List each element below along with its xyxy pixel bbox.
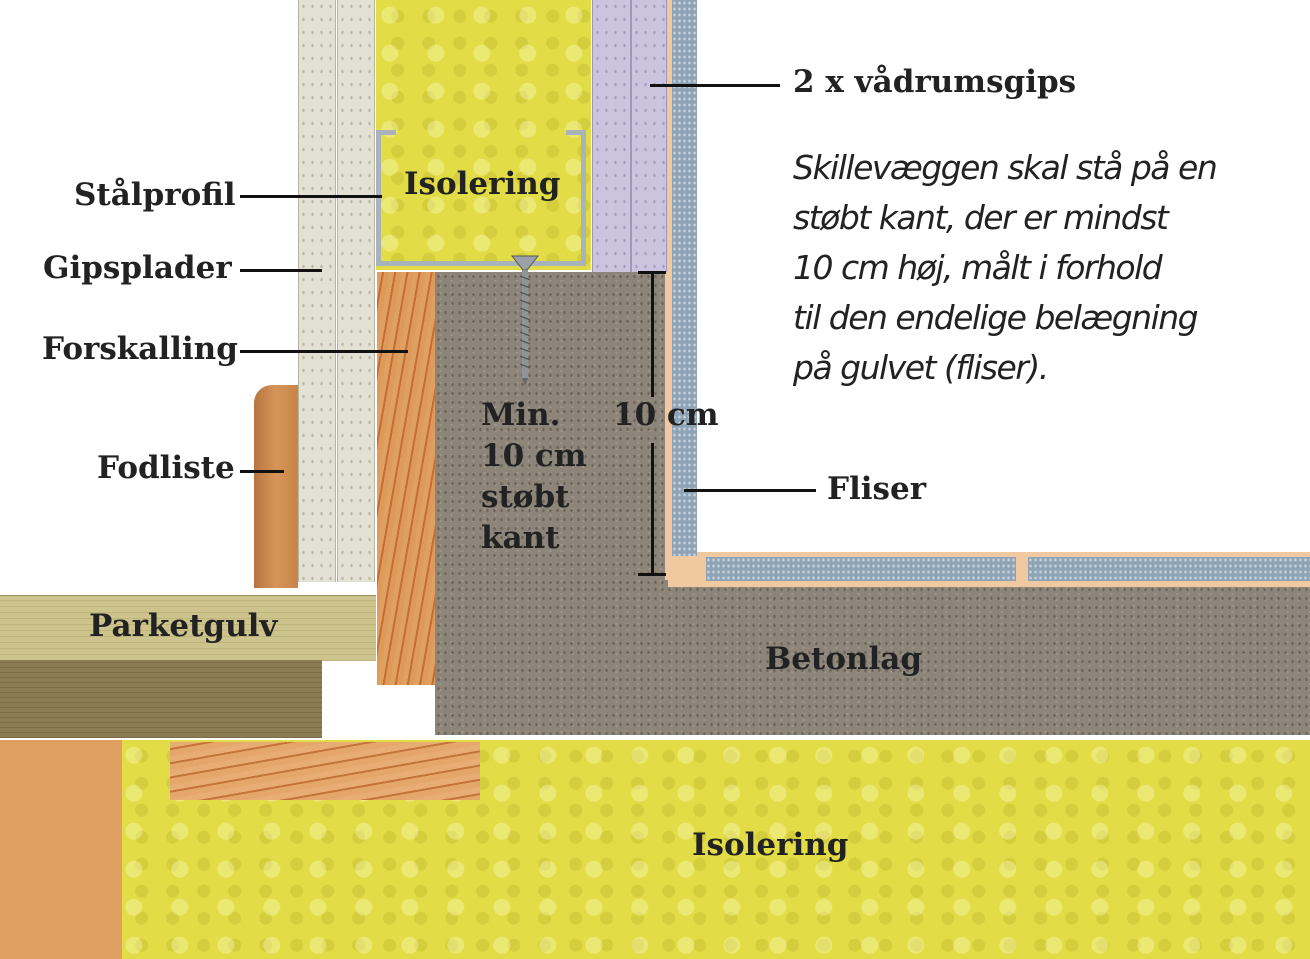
steel-profile (376, 130, 586, 266)
label-min-3: støbt (481, 479, 570, 515)
note-line: støbt kant, der er mindst (793, 198, 1169, 237)
leader-vaadrumsgips (650, 84, 780, 87)
label-min-2: 10 cm (481, 438, 587, 474)
wall-tile (672, 0, 697, 556)
dimension-line-bottom (651, 443, 654, 575)
dimension-tick-bottom (638, 573, 666, 576)
label-dimension: 10 cm (613, 397, 719, 433)
bottom-wood-beam (0, 740, 122, 959)
wet-room-gypsum-2 (631, 0, 667, 272)
steel-profile-lip-left (376, 130, 396, 135)
parquet-floor (0, 595, 376, 661)
label-min-1: Min. (481, 397, 561, 433)
leader-gipsplader (240, 269, 322, 272)
note-line: til den endelige belægning (793, 298, 1199, 337)
skirting-board (254, 385, 298, 588)
gypsum-board-1 (298, 0, 336, 582)
label-min-4: kant (481, 520, 560, 556)
floor-tile (706, 557, 1016, 581)
label-fodliste: Fodliste (97, 450, 235, 486)
label-isolering-bottom: Isolering (692, 827, 849, 863)
screw-icon (510, 255, 540, 386)
label-betonlag: Betonlag (765, 641, 922, 677)
wood-strip (170, 742, 480, 800)
gypsum-board-2 (337, 0, 375, 582)
wet-room-gypsum-1 (592, 0, 631, 272)
label-forskalling: Forskalling (42, 331, 238, 367)
label-vaadrumsgips: 2 x vådrumsgips (793, 64, 1077, 100)
concrete-layer (435, 585, 1310, 735)
leader-forskalling (240, 350, 408, 353)
concrete-curb (435, 272, 670, 592)
label-isolering-top: Isolering (404, 166, 561, 202)
formwork-board (377, 272, 435, 685)
note-line: Skillevæggen skal stå på en (793, 148, 1218, 187)
requirement-note: Skillevæggen skal stå på en støbt kant, … (793, 143, 1263, 393)
dimension-line-top (651, 272, 654, 397)
parquet-underlayer (0, 660, 322, 738)
wall-insulation (376, 0, 591, 270)
wall-tile-adhesive (665, 0, 673, 580)
note-line: på gulvet (fliser). (793, 348, 1049, 387)
leader-fliser (684, 489, 816, 492)
dimension-tick-top (638, 271, 666, 274)
leader-fodliste (240, 470, 284, 473)
steel-profile-lip-right (566, 130, 586, 135)
label-fliser: Fliser (827, 471, 927, 507)
floor-tile (1028, 557, 1310, 581)
label-parketgulv: Parketgulv (89, 608, 278, 644)
note-line: 10 cm høj, målt i forhold (793, 248, 1163, 287)
leader-staalprofil (240, 195, 382, 198)
label-gipsplader: Gipsplader (43, 250, 232, 286)
label-staalprofil: Stålprofil (74, 177, 236, 213)
